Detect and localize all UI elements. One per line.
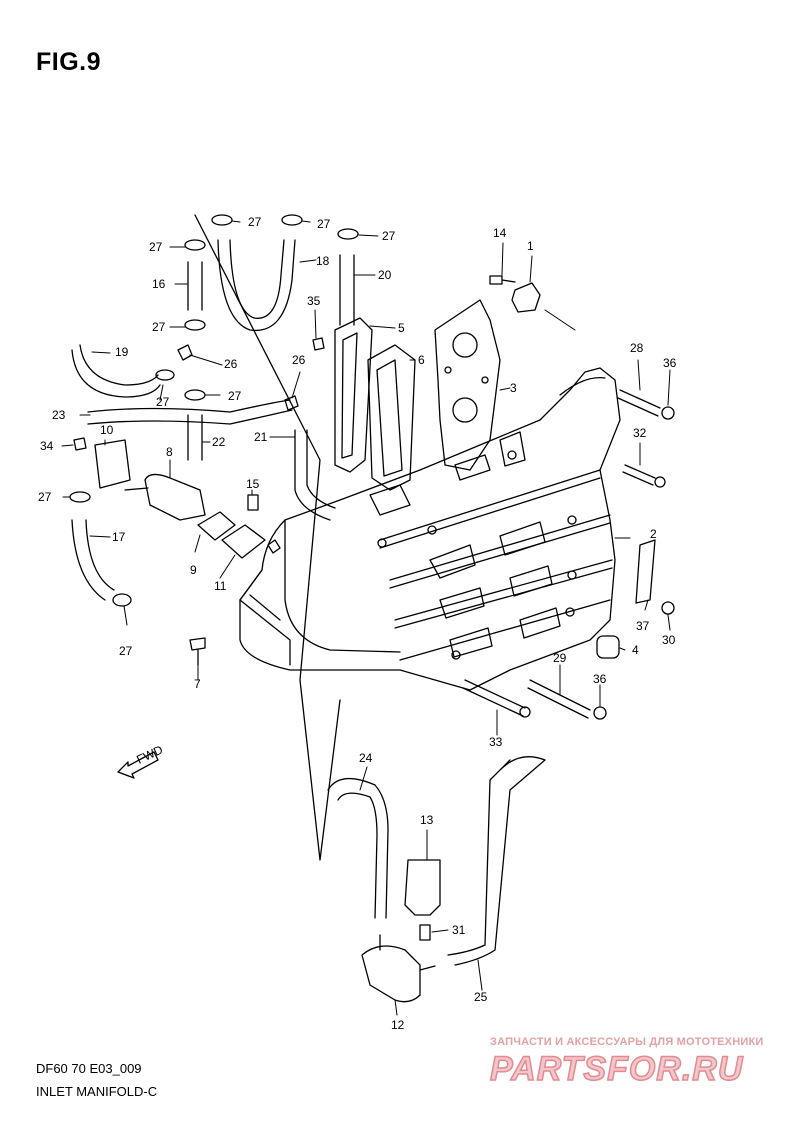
callout-c9: 9 bbox=[190, 563, 197, 577]
callout-c35: 35 bbox=[307, 294, 321, 308]
callout-c15: 15 bbox=[246, 477, 260, 491]
callout-c29: 29 bbox=[553, 651, 567, 665]
callout-c27i: 27 bbox=[119, 644, 133, 658]
callout-c27g: 27 bbox=[156, 395, 170, 409]
diagram-name: INLET MANIFOLD-C bbox=[36, 1084, 158, 1099]
callout-c21: 21 bbox=[254, 430, 268, 444]
callout-c36a: 36 bbox=[663, 356, 677, 370]
callout-c6: 6 bbox=[418, 353, 425, 367]
callout-c26b: 26 bbox=[292, 353, 306, 367]
inlet-manifold bbox=[239, 367, 621, 691]
callout-c2: 2 bbox=[650, 527, 657, 541]
callout-c27a: 27 bbox=[248, 215, 262, 229]
figure-title: FIG.9 bbox=[36, 48, 102, 76]
watermark-logo: PARTSFOR.RU bbox=[489, 1049, 744, 1089]
watermark-tagline: ЗАПЧАСТИ И АКСЕССУАРЫ ДЛЯ МОТОТЕХНИКИ bbox=[490, 1036, 764, 1048]
callout-c18: 18 bbox=[316, 254, 330, 268]
callout-c27c: 27 bbox=[382, 229, 396, 243]
callout-c16: 16 bbox=[152, 277, 166, 291]
callout-c27f: 27 bbox=[228, 389, 242, 403]
callout-c30: 30 bbox=[662, 633, 676, 647]
cover-plates bbox=[334, 317, 416, 491]
callout-c25: 25 bbox=[474, 990, 488, 1004]
callout-c7: 7 bbox=[194, 677, 201, 691]
small-parts bbox=[73, 214, 675, 1003]
callout-c5: 5 bbox=[398, 321, 405, 335]
callout-c26a: 26 bbox=[224, 357, 238, 371]
callout-c24: 24 bbox=[359, 751, 373, 765]
callout-c27b: 27 bbox=[317, 217, 331, 231]
leader-lines bbox=[61, 220, 671, 1016]
callout-c37: 37 bbox=[636, 619, 650, 633]
callout-c36b: 36 bbox=[593, 672, 607, 686]
callout-c32: 32 bbox=[633, 426, 647, 440]
callout-c31: 31 bbox=[452, 923, 466, 937]
callout-c20: 20 bbox=[378, 268, 392, 282]
callout-c10: 10 bbox=[100, 423, 114, 437]
callout-c19: 19 bbox=[115, 345, 129, 359]
fwd-arrow bbox=[117, 751, 159, 779]
gasket bbox=[434, 299, 501, 471]
callout-c4: 4 bbox=[632, 643, 639, 657]
callout-c33: 33 bbox=[489, 735, 503, 749]
callout-labels: 1234567891011121314151617181920212223242… bbox=[38, 215, 677, 1032]
callout-c17: 17 bbox=[112, 530, 126, 544]
callout-c14: 14 bbox=[493, 226, 507, 240]
callout-c23: 23 bbox=[52, 408, 66, 422]
callout-c1: 1 bbox=[527, 239, 534, 253]
callout-c11: 11 bbox=[214, 579, 227, 593]
callout-c28: 28 bbox=[630, 341, 644, 355]
callout-c3: 3 bbox=[510, 381, 517, 395]
callout-c27d: 27 bbox=[149, 240, 163, 254]
callout-c12: 12 bbox=[391, 1018, 405, 1032]
diagram-code: DF60 70 E03_009 bbox=[36, 1061, 142, 1076]
callout-c13: 13 bbox=[420, 813, 434, 827]
hoses bbox=[71, 239, 546, 966]
callout-c34: 34 bbox=[40, 439, 54, 453]
callout-c27e: 27 bbox=[152, 320, 166, 334]
callout-c27h: 27 bbox=[38, 490, 52, 504]
callout-c8: 8 bbox=[166, 445, 173, 459]
callout-c22: 22 bbox=[212, 435, 226, 449]
